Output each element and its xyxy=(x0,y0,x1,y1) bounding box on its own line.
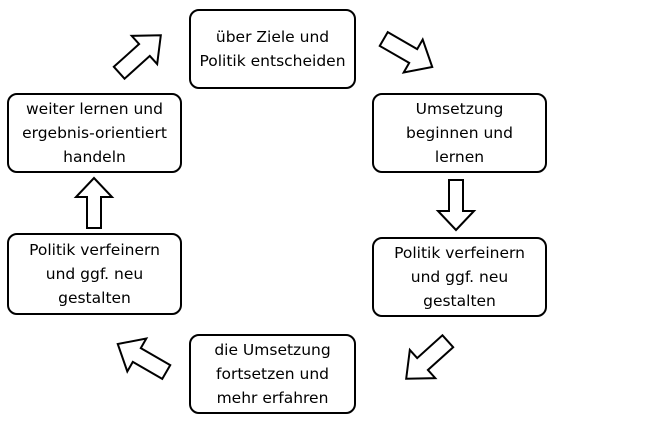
step-label: über Ziele und Politik entscheiden xyxy=(199,27,346,70)
step-label: die Umsetzung fortsetzen und mehr erfahr… xyxy=(214,340,331,407)
step-label: weiter lernen und ergebnis-orientiert ha… xyxy=(22,99,167,166)
hollow-arrow-icon xyxy=(405,333,455,380)
step-box-keep-learning: weiter lernen und ergebnis-orientiert ha… xyxy=(7,93,182,173)
hollow-arrow-icon xyxy=(435,179,477,232)
step-box-continue-implementation: die Umsetzung fortsetzen und mehr erfahr… xyxy=(189,334,356,414)
step-box-refine-policy-right: Politik verfeinern und ggf. neu gestalte… xyxy=(372,237,547,317)
step-box-decide-goals: über Ziele und Politik entscheiden xyxy=(189,9,356,89)
step-label: Umsetzung beginnen und lernen xyxy=(406,99,513,166)
step-label: Politik verfeinern und ggf. neu gestalte… xyxy=(29,240,160,307)
hollow-arrow-icon xyxy=(116,337,172,381)
step-box-refine-policy-left: Politik verfeinern und ggf. neu gestalte… xyxy=(7,233,182,315)
step-label: Politik verfeinern und ggf. neu gestalte… xyxy=(394,243,525,310)
hollow-arrow-icon xyxy=(378,30,434,74)
step-box-start-implementation: Umsetzung beginnen und lernen xyxy=(372,93,547,173)
hollow-arrow-icon xyxy=(73,176,115,229)
hollow-arrow-icon xyxy=(112,34,162,81)
